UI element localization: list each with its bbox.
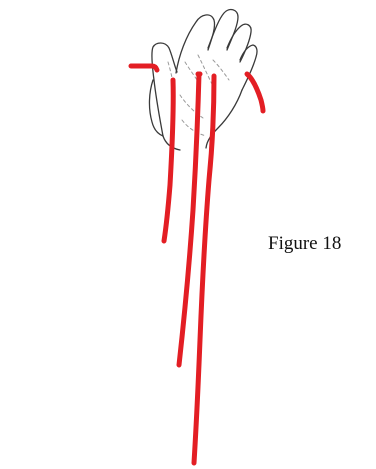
string-long-left [179,74,199,365]
crease-line [182,120,206,136]
string-little-finger [247,74,263,111]
middle-finger-outline [208,10,238,50]
strings [131,66,263,463]
hand-drawing [149,10,257,150]
figure-caption: Figure 18 [268,233,341,255]
string-short-left [164,80,173,241]
ring-finger-outline [227,24,251,62]
index-finger-outline [176,15,215,73]
